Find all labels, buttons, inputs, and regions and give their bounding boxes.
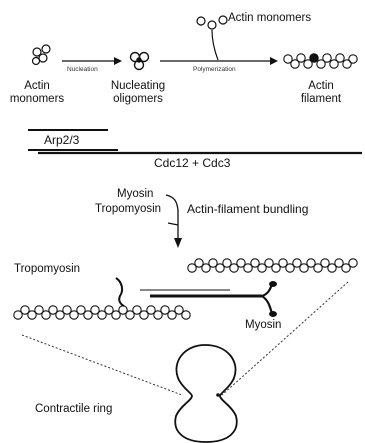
zoom-line-left bbox=[22, 335, 182, 395]
bundling-arrowhead bbox=[174, 238, 182, 248]
oligomer-icon bbox=[131, 53, 149, 70]
polymerization-arrow bbox=[160, 57, 278, 65]
free-monomers-icon bbox=[197, 16, 227, 29]
nucleating-oligomers-line2: oligomers bbox=[92, 93, 184, 106]
lower-bundle-filament bbox=[14, 306, 190, 319]
bundling-myosin-label: Myosin bbox=[117, 188, 153, 201]
bundling-label: Actin-filament bundling bbox=[187, 203, 308, 216]
polymerization-step-label: Polymerization bbox=[193, 66, 236, 73]
bundling-arrow bbox=[166, 195, 178, 238]
nucleation-arrow bbox=[62, 57, 122, 65]
nucleation-step-label: Nucleation bbox=[67, 66, 98, 73]
left-monomers-label: Actin monomers bbox=[2, 80, 72, 106]
zoom-line-right bbox=[222, 282, 348, 395]
arp-label: Arp2/3 bbox=[44, 134, 79, 147]
upper-bundle-filament bbox=[188, 259, 357, 272]
bottom-tropomyosin-label: Tropomyosin bbox=[14, 263, 80, 276]
left-monomers-line1: Actin bbox=[2, 80, 72, 93]
actin-filament-icon bbox=[284, 54, 357, 68]
ring-mark bbox=[216, 393, 220, 397]
monomers-cluster-icon bbox=[33, 45, 51, 65]
bundling-tropomyosin-label: Tropomyosin bbox=[95, 203, 161, 216]
cdc-label: Cdc12 + Cdc3 bbox=[154, 157, 230, 170]
tropomyosin-hook bbox=[116, 278, 124, 306]
nucleating-oligomers-line1: Nucleating bbox=[92, 80, 184, 93]
contractile-ring-label: Contractile ring bbox=[35, 403, 112, 416]
actin-filament-line2: filament bbox=[281, 93, 361, 106]
left-monomers-line2: monomers bbox=[2, 93, 72, 106]
actin-filament-line1: Actin bbox=[281, 80, 361, 93]
monomer-addition-arrow bbox=[212, 30, 218, 60]
actin-filament-label: Actin filament bbox=[281, 80, 361, 106]
actin-monomers-label: Actin monomers bbox=[228, 12, 311, 25]
contractile-ring-icon bbox=[175, 345, 237, 442]
nucleating-oligomers-label: Nucleating oligomers bbox=[92, 80, 184, 106]
tropomyosin-join-line bbox=[168, 223, 178, 225]
bottom-myosin-label: Myosin bbox=[245, 319, 281, 332]
